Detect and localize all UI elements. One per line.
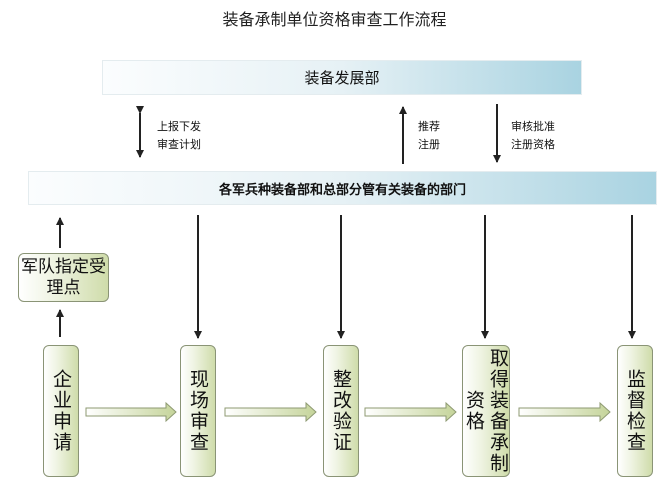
label-recommend: 推荐注册 — [418, 120, 440, 151]
flow-arrow — [518, 401, 611, 423]
step-supervision: 监督检查 — [617, 345, 653, 477]
flow-arrow — [364, 401, 457, 423]
step-onsite-review: 现场审查 — [180, 345, 216, 477]
flow-arrow — [85, 401, 177, 423]
equipment-development-dept: 装备发展部 — [102, 60, 582, 95]
diagram-title: 装备承制单位资格审查工作流程 — [222, 10, 447, 29]
label-approve: 审核批准注册资格 — [511, 120, 555, 151]
service-equipment-depts: 各军兵种装备部和总部分管有关装备的部门 — [28, 171, 657, 205]
label-report-plan: 上报下发审查计划 — [157, 120, 201, 151]
step-obtain-qualification: 取得装备承制资格 — [462, 345, 510, 477]
designated-acceptance-point: 军队指定受理点 — [18, 253, 109, 302]
flow-arrow — [224, 401, 317, 423]
step-rectification: 整改验证 — [323, 345, 359, 477]
step-enterprise-application: 企业申请 — [43, 345, 79, 477]
